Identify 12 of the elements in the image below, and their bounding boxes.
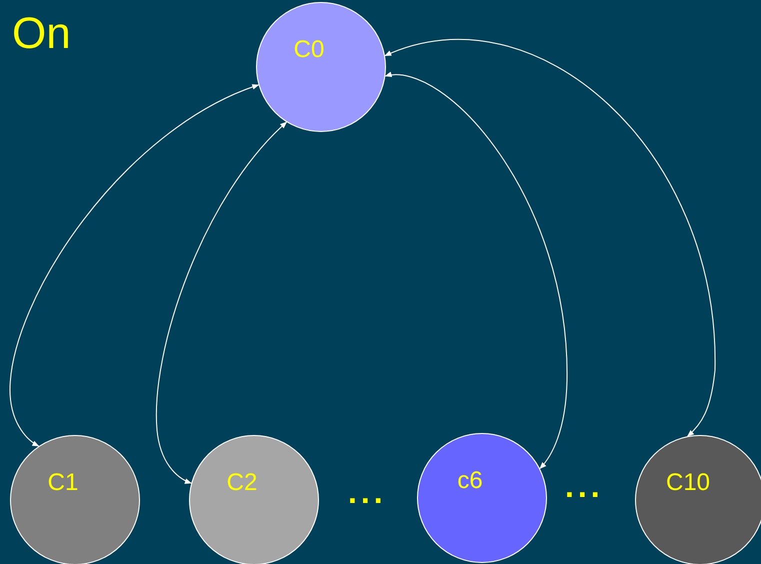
curved-arrow [384,38,716,437]
node-label: C0 [294,35,324,65]
node-label: C10 [666,468,710,498]
ellipsis-text: ... [348,473,387,512]
node-label: C1 [48,468,78,498]
node-label: C2 [226,468,258,498]
node-label: c6 [457,466,483,496]
curved-arrow [10,84,260,447]
ellipsis-text: ... [565,467,604,506]
curved-arrow [156,122,288,484]
slide-title: On [12,8,71,60]
curved-arrow [384,72,568,469]
